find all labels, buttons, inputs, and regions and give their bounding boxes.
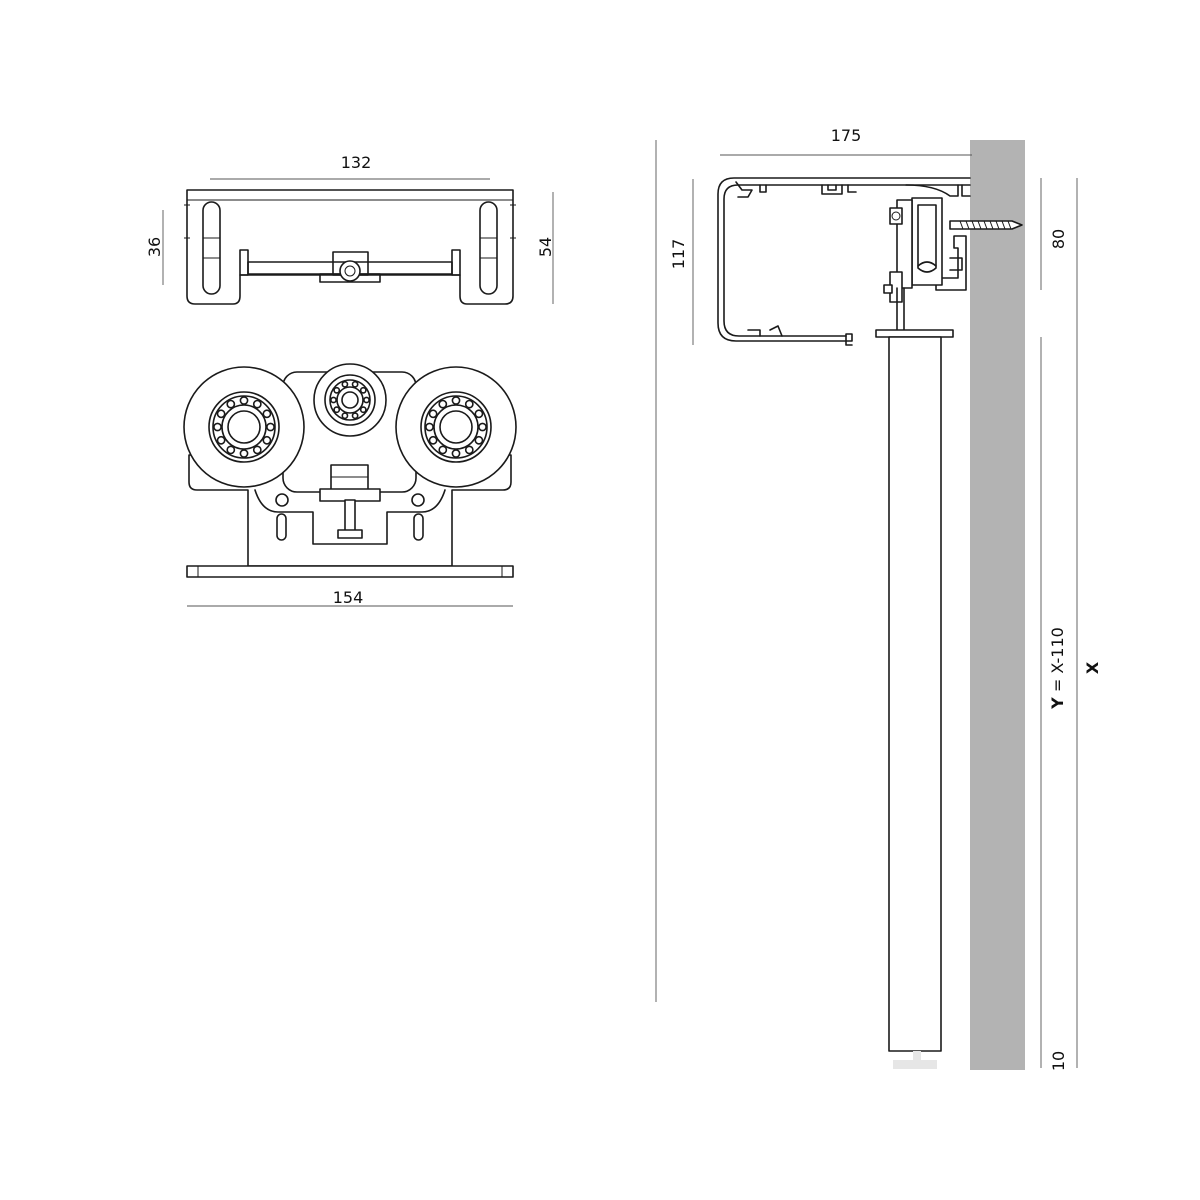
bearing-ball	[333, 386, 341, 394]
dim-154: 154	[333, 588, 364, 607]
bearing-ball	[262, 409, 272, 419]
right-wheel-bearing-balls	[425, 396, 487, 458]
bearing-ball	[216, 409, 226, 419]
bearing-ball	[252, 399, 262, 409]
bearing-ball	[341, 380, 349, 388]
bearing-ball	[333, 406, 341, 414]
bearing-ball	[438, 399, 448, 409]
bearing-ball	[425, 422, 434, 432]
dim-117: 117	[669, 239, 688, 270]
bearing-ball	[359, 406, 367, 414]
bearing-ball	[363, 396, 370, 404]
wall	[970, 140, 1025, 1070]
bearing-ball	[341, 412, 349, 420]
bearing-ball	[226, 399, 236, 409]
bearing-ball	[216, 435, 226, 445]
bearing-ball	[464, 445, 474, 455]
bearing-ball	[451, 449, 461, 458]
bearing-ball	[266, 422, 275, 432]
floor-guide	[893, 1060, 937, 1069]
bearing-ball	[262, 435, 272, 445]
trolley-front-view	[183, 363, 517, 578]
bearing-ball	[239, 396, 249, 405]
hanger-assembly	[883, 197, 943, 331]
bearing-ball	[351, 380, 359, 388]
dim-54: 54	[536, 237, 555, 257]
left-wheel-bearing-balls	[213, 396, 275, 458]
dim-total-height: X	[1083, 661, 1102, 674]
bearing-ball	[428, 435, 438, 445]
bearing-ball	[464, 399, 474, 409]
bearing-ball	[213, 422, 222, 432]
bearing-ball	[438, 445, 448, 455]
bearing-ball	[330, 396, 337, 404]
dim-132: 132	[341, 153, 372, 172]
dim-10: 10	[1049, 1051, 1068, 1071]
bearing-ball	[474, 409, 484, 419]
dim-door-height: Y = X-110	[1048, 627, 1067, 710]
top-view-dimension-lines	[162, 178, 554, 304]
bearing-ball	[239, 449, 249, 458]
bearing-ball	[351, 412, 359, 420]
top-wheel-bearing-balls	[330, 380, 370, 420]
bearing-ball	[359, 386, 367, 394]
track-profile	[717, 177, 971, 346]
bearing-ball	[478, 422, 487, 432]
dim-175: 175	[831, 126, 862, 145]
bearing-ball	[474, 435, 484, 445]
trolley-top-view	[184, 189, 516, 305]
bearing-ball	[451, 396, 461, 405]
dim-36: 36	[145, 237, 164, 257]
bearing-ball	[226, 445, 236, 455]
bearing-ball	[252, 445, 262, 455]
dim-80: 80	[1049, 229, 1068, 249]
door-panel	[875, 329, 954, 1069]
wall-screw	[949, 220, 1023, 230]
section-dimension-lines	[692, 154, 1078, 1068]
bearing-ball	[428, 409, 438, 419]
